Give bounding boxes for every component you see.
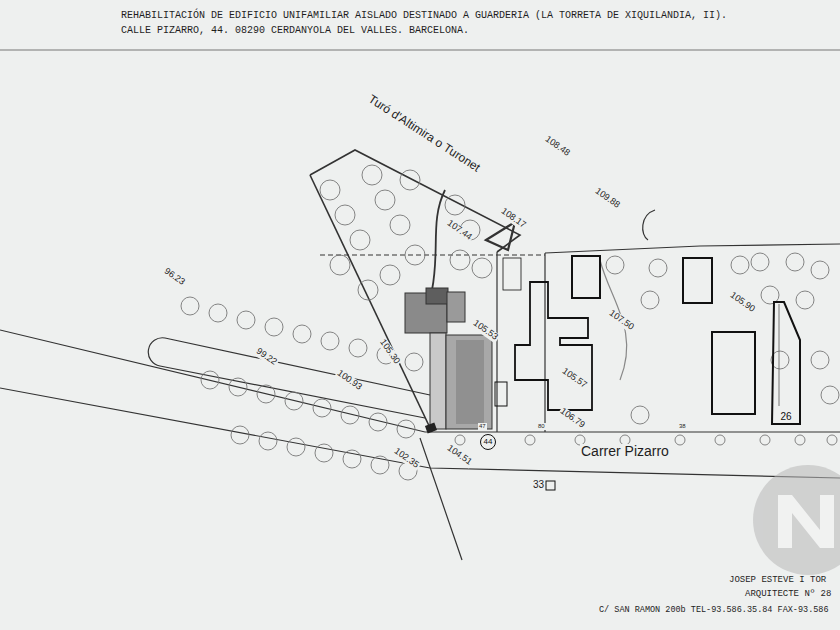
- plan-note: C/ SAN RAMON 200b TEL-93.586.35.84 FAX-9…: [598, 606, 830, 615]
- tree-symbols: [181, 165, 839, 480]
- marker-square: [546, 481, 555, 490]
- plot-boundary: [544, 253, 545, 432]
- elevation-number: 105.57: [559, 366, 589, 391]
- place-name: Carrer Pizarro: [580, 444, 670, 459]
- elevation-number: 109.88: [592, 186, 622, 211]
- elevation-number: 107.44: [444, 218, 474, 243]
- elevation-number: 107.50: [606, 308, 636, 333]
- elevation-number: 80: [537, 423, 546, 430]
- place-name: Turó d'Altimira o Turonet: [365, 92, 483, 175]
- node-outline: [770, 300, 802, 426]
- road-edge: [0, 388, 840, 478]
- elevation-number: 108.17: [498, 206, 528, 231]
- elevation-number: 104.51: [444, 443, 474, 468]
- elevation-number: 100.93: [334, 368, 364, 393]
- elevation-number: 105.30: [377, 337, 402, 367]
- plan-title: REHABILITACIÓN DE EDIFICIO UNIFAMILIAR A…: [120, 10, 728, 21]
- plan-note: CALLE PIZARRO, 44. 08290 CERDANYOLA DEL …: [120, 25, 470, 36]
- main-building: [405, 288, 492, 433]
- plot-boundary: [496, 252, 497, 432]
- elevation-number: 96.23: [161, 266, 187, 288]
- elevation-number: 33: [532, 479, 545, 490]
- contour-line: [432, 190, 445, 290]
- elevation-number: 105.53: [470, 318, 500, 343]
- node-label: 26: [770, 412, 802, 422]
- elevation-number: 108.48: [542, 134, 572, 159]
- elevation-number: 47: [478, 423, 487, 430]
- elevation-number: 99.22: [253, 346, 279, 368]
- plan-note: JOSEP ESTEVE I TOR: [728, 576, 827, 586]
- plan-note: ARQUITECTE Nº 28: [744, 590, 832, 600]
- plot-boundary: [545, 244, 840, 253]
- dashed-line: [320, 254, 545, 255]
- plot-boundary: [310, 150, 520, 252]
- building-outline: 26: [770, 300, 802, 426]
- elevation-number: 106.79: [557, 406, 587, 431]
- road-edge: [0, 330, 840, 432]
- house-number: 44: [480, 434, 496, 450]
- neighbour-buildings: [495, 256, 755, 414]
- frame-line: [0, 49, 840, 50]
- contour-line: [643, 210, 655, 240]
- elevation-number: 105.90: [727, 290, 757, 315]
- elevation-number: 38: [678, 423, 687, 430]
- node-label: 44: [480, 438, 496, 446]
- level-marker: [486, 222, 515, 250]
- cul-de-sac: [148, 338, 430, 418]
- elevation-number: 102.35: [391, 446, 421, 471]
- watermark-logo: [753, 465, 840, 575]
